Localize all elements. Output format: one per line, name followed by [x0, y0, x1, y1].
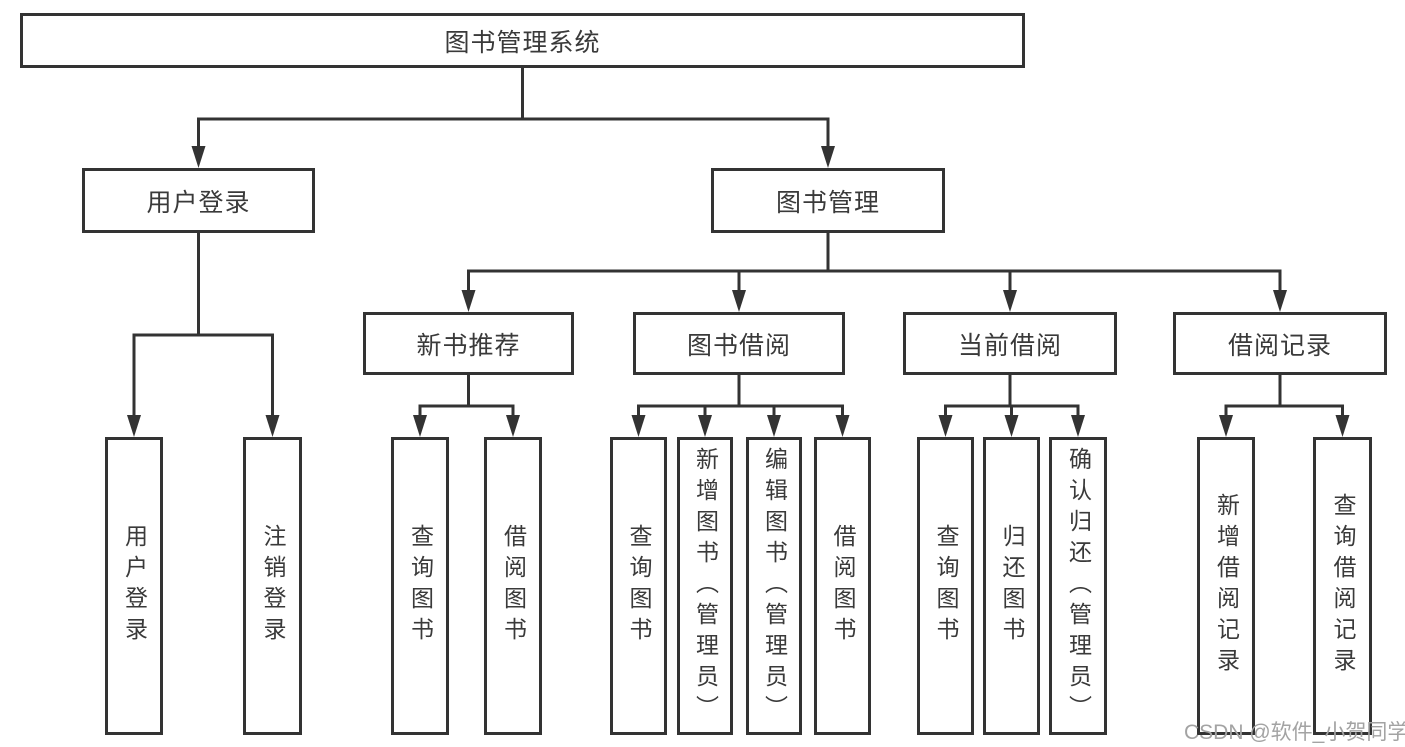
- leaf-add-books-admin: 新增图书（管理员）: [677, 437, 733, 735]
- leaf-borrow-books-1-label: 借阅图书: [500, 524, 527, 648]
- node-new-book-recommend-label: 新书推荐: [416, 331, 521, 360]
- node-borrowing-records: 借阅记录: [1173, 312, 1387, 375]
- leaf-add-borrow-record: 新增借阅记录: [1197, 437, 1255, 735]
- leaf-borrow-books-1: 借阅图书: [484, 437, 542, 735]
- node-new-book-recommend: 新书推荐: [363, 312, 574, 375]
- node-book-management: 图书管理: [711, 168, 945, 233]
- node-book-borrowing-label: 图书借阅: [686, 331, 791, 360]
- leaf-user-login: 用户登录: [105, 437, 163, 735]
- leaf-query-borrow-record-label: 查询借阅记录: [1330, 493, 1356, 679]
- leaf-user-login-label: 用户登录: [121, 524, 148, 648]
- connector-mgmt-to-level2: [461, 233, 1287, 312]
- leaf-confirm-return-admin-label: 确认归还（管理员）: [1065, 446, 1092, 726]
- connector-login-to-leaves: [127, 233, 280, 437]
- leaf-borrow-books-2: 借阅图书: [814, 437, 871, 735]
- connector-current-to-leaves: [938, 375, 1085, 437]
- leaf-edit-books-admin: 编辑图书（管理员）: [746, 437, 802, 735]
- connector-root-to-level1: [191, 68, 835, 168]
- connector-newbooks-to-leaves: [413, 375, 520, 437]
- node-current-borrowing-label: 当前借阅: [957, 331, 1062, 360]
- leaf-return-books: 归还图书: [983, 437, 1040, 735]
- leaf-add-books-admin-label: 新增图书（管理员）: [692, 446, 719, 726]
- leaf-query-books-3-label: 查询图书: [933, 524, 959, 648]
- leaf-query-books-2: 查询图书: [610, 437, 667, 735]
- leaf-edit-books-admin-label: 编辑图书（管理员）: [761, 446, 788, 726]
- leaf-query-books-1-label: 查询图书: [407, 524, 434, 648]
- leaf-query-books-2-label: 查询图书: [626, 524, 652, 648]
- leaf-borrow-books-2-label: 借阅图书: [830, 524, 856, 648]
- leaf-return-books-label: 归还图书: [999, 524, 1025, 648]
- connector-borrowing-to-leaves: [631, 375, 850, 437]
- connector-records-to-leaves: [1219, 375, 1350, 437]
- leaf-query-books-1: 查询图书: [391, 437, 449, 735]
- leaf-query-books-3: 查询图书: [917, 437, 974, 735]
- leaf-add-borrow-record-label: 新增借阅记录: [1213, 493, 1240, 679]
- node-user-login-group: 用户登录: [82, 168, 315, 233]
- node-root: 图书管理系统: [20, 13, 1025, 68]
- node-book-borrowing: 图书借阅: [633, 312, 845, 375]
- csdn-watermark: CSDN @软件_小贺同学: [1184, 721, 1405, 744]
- node-book-management-label: 图书管理: [775, 188, 880, 217]
- node-root-label: 图书管理系统: [444, 28, 601, 57]
- node-current-borrowing: 当前借阅: [903, 312, 1117, 375]
- leaf-confirm-return-admin: 确认归还（管理员）: [1049, 437, 1107, 735]
- node-user-login-group-label: 用户登录: [146, 188, 251, 217]
- leaf-query-borrow-record: 查询借阅记录: [1313, 437, 1372, 735]
- leaf-logout-label: 注销登录: [260, 524, 286, 648]
- leaf-logout: 注销登录: [243, 437, 302, 735]
- node-borrowing-records-label: 借阅记录: [1227, 331, 1332, 360]
